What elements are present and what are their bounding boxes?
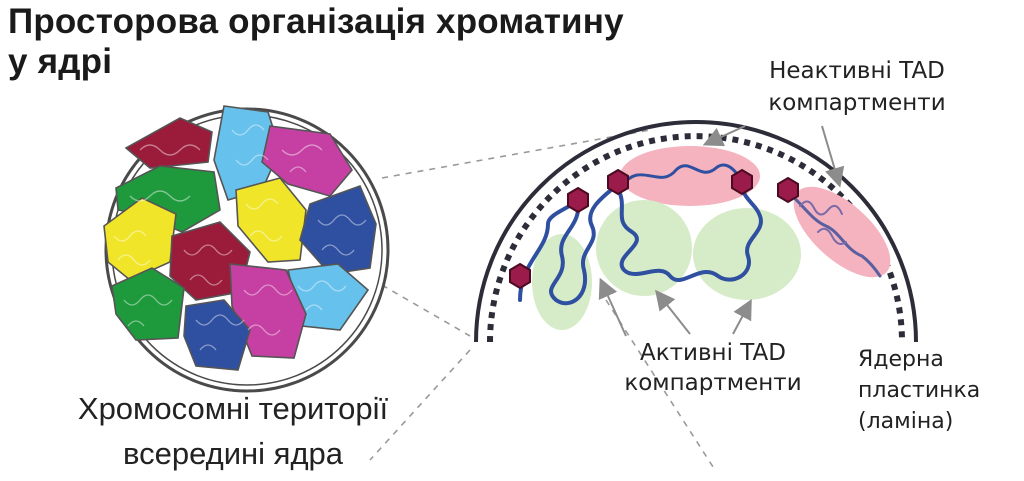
active-tad-label: Активні TAD компартменти: [598, 338, 828, 398]
territories-label: Хромосомні території всередині ядра: [34, 386, 432, 476]
lamina-line-1: Ядерна: [858, 347, 944, 372]
anchor-hexagon: [607, 168, 629, 196]
territory-green-left: [115, 165, 221, 233]
lamina-label: Ядерна пластинка (ламіна): [858, 344, 980, 437]
page-title: Просторова організація хроматину у ядрі: [8, 2, 624, 82]
territory-green-bottom: [111, 267, 185, 341]
territories-line-1: Хромосомні території: [77, 391, 389, 426]
lamina-line-2: пластинка: [858, 378, 981, 403]
territories-line-2: всередині ядра: [122, 436, 344, 471]
inactive-tad-label: Неактивні TAD компартменти: [737, 55, 977, 119]
anchor-hexagon: [509, 262, 531, 290]
title-line-1: Просторова організація хроматину: [8, 2, 624, 41]
territory-blue-bottom: [183, 299, 251, 371]
inactive-tad-line-2: компартменти: [768, 90, 946, 116]
active-tad-line-1: Активні TAD: [640, 340, 786, 366]
lamina-anchors: [509, 168, 799, 290]
territory-blue-right: [299, 184, 377, 275]
label-arrows: [598, 125, 845, 337]
nucleus: [103, 105, 390, 393]
inactive-tad-line-1: Неактивні TAD: [769, 58, 945, 84]
lamina-line-3: (ламіна): [858, 409, 954, 434]
territory-yellow-center: [235, 177, 307, 263]
active-tad-line-2: компартменти: [624, 370, 802, 396]
title-line-2: у ядрі: [8, 42, 113, 81]
nuclear-lamina: [474, 120, 918, 343]
zoom-connector-lines: [369, 129, 716, 471]
territory-red-top: [124, 117, 213, 169]
inactive-compartments: [620, 146, 891, 278]
anchor-hexagon: [777, 176, 799, 204]
anchor-hexagon: [567, 186, 589, 214]
anchor-hexagon: [731, 168, 753, 196]
